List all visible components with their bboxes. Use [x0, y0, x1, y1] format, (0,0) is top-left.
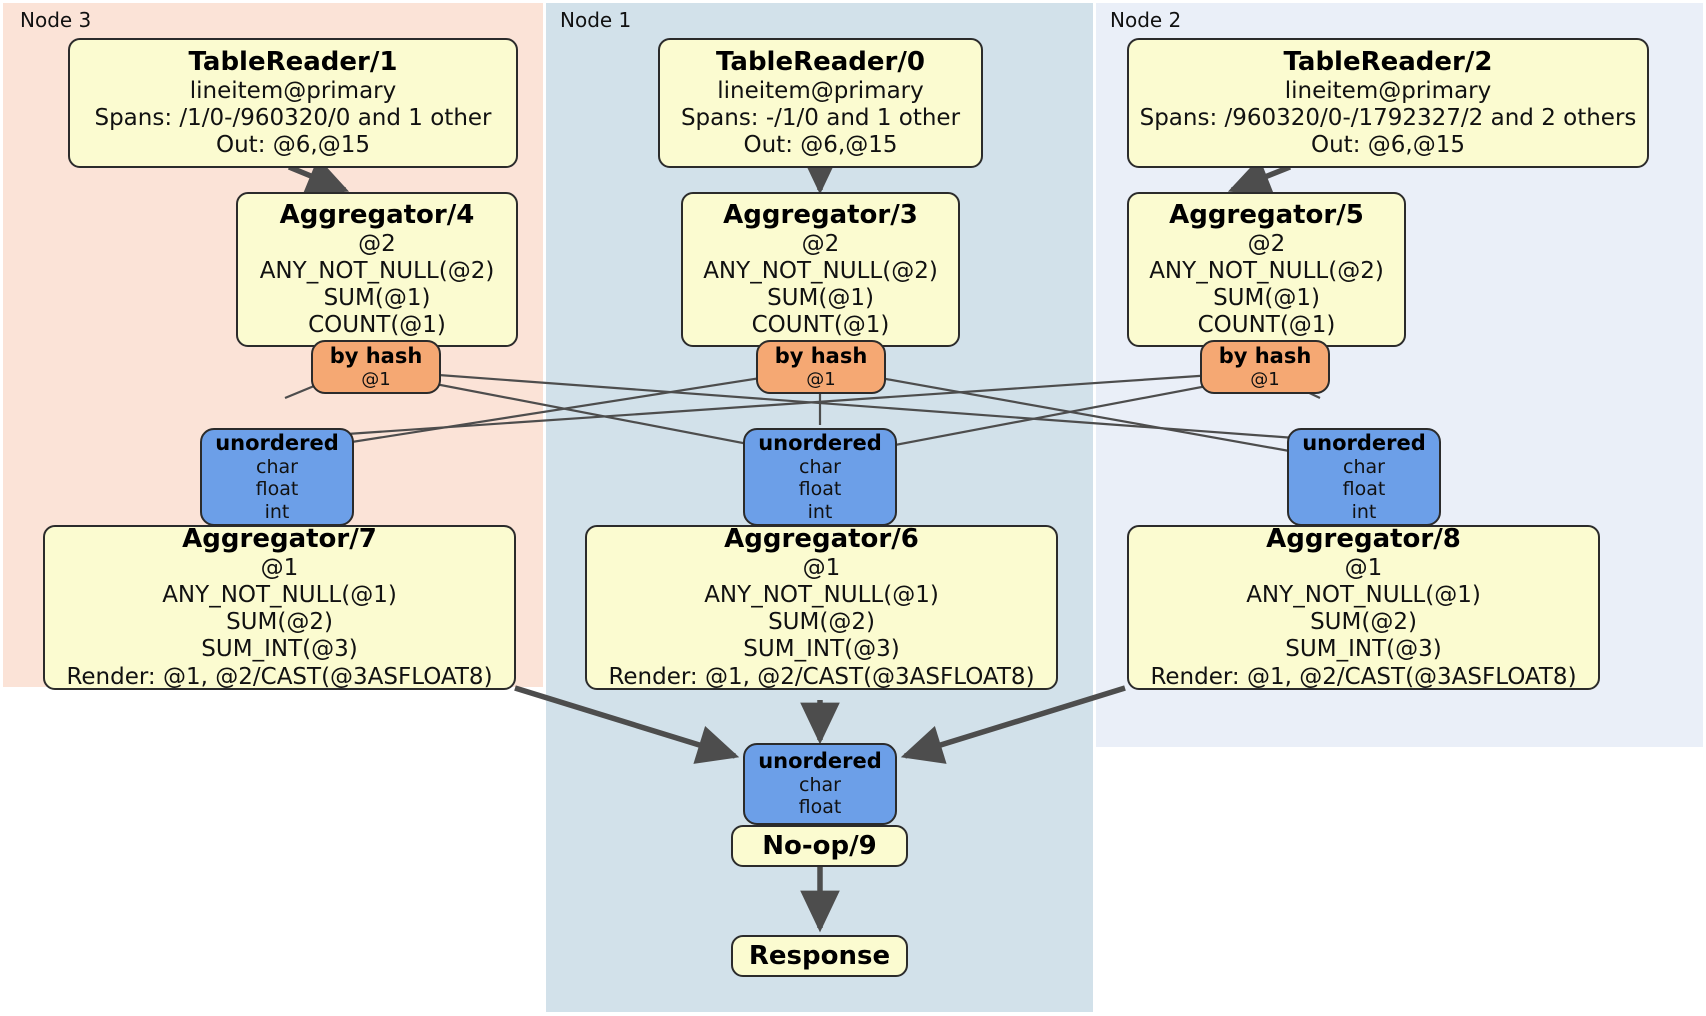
node-aggregator-8[interactable]: Aggregator/8 @1 ANY_NOT_NULL(@1) SUM(@2)…	[1127, 524, 1600, 690]
stream-unordered-node-2[interactable]: unordered char float int	[1287, 428, 1441, 526]
node-line: SUM_INT(@3)	[201, 636, 358, 663]
stream-unordered-node-3[interactable]: unordered char float int	[200, 428, 354, 526]
node-line: lineitem@primary	[189, 77, 397, 104]
panel-label-node-2: Node 2	[1110, 8, 1182, 32]
stream-title: unordered	[758, 749, 882, 774]
panel-label-node-1: Node 1	[560, 8, 632, 32]
node-title: Aggregator/6	[724, 524, 919, 555]
stream-line: int	[1351, 500, 1377, 523]
router-title: by hash	[329, 344, 423, 368]
node-line: SUM(@2)	[1310, 609, 1417, 636]
node-line: ANY_NOT_NULL(@1)	[704, 582, 939, 609]
node-line: Render: @1, @2/CAST(@3ASFLOAT8)	[66, 663, 493, 690]
router-title: by hash	[774, 344, 868, 368]
node-line: @2	[801, 230, 840, 257]
node-line: COUNT(@1)	[308, 311, 446, 338]
stream-line: char	[799, 455, 841, 478]
node-line: SUM(@2)	[226, 609, 333, 636]
node-title: TableReader/2	[1283, 46, 1493, 77]
node-line: Spans: /1/0-/960320/0 and 1 other	[94, 104, 492, 131]
node-line: SUM_INT(@3)	[743, 636, 900, 663]
stream-line: float	[1342, 478, 1386, 501]
node-line: @2	[1247, 230, 1286, 257]
router-by-hash-node-2[interactable]: by hash @1	[1200, 340, 1330, 394]
node-table-reader-2[interactable]: TableReader/2 lineitem@primary Spans: /9…	[1127, 38, 1649, 168]
node-line: Spans: -/1/0 and 1 other	[680, 104, 961, 131]
stream-title: unordered	[215, 431, 339, 455]
node-aggregator-6[interactable]: Aggregator/6 @1 ANY_NOT_NULL(@1) SUM(@2)…	[585, 524, 1058, 690]
node-line: SUM(@1)	[323, 284, 431, 311]
node-response[interactable]: Response	[731, 935, 908, 977]
node-line: ANY_NOT_NULL(@2)	[259, 257, 495, 284]
node-no-op-9[interactable]: No-op/9	[731, 825, 908, 867]
node-aggregator-4[interactable]: Aggregator/4 @2 ANY_NOT_NULL(@2) SUM(@1)…	[236, 192, 518, 347]
node-line: SUM(@1)	[767, 284, 874, 311]
node-line: @2	[358, 230, 396, 257]
node-line: ANY_NOT_NULL(@2)	[1149, 257, 1384, 284]
node-line: COUNT(@1)	[1197, 311, 1336, 338]
stream-line: char	[1343, 455, 1385, 478]
stream-unordered-node-1[interactable]: unordered char float int	[743, 428, 897, 526]
node-title: Aggregator/3	[723, 199, 918, 230]
node-title: Aggregator/8	[1266, 524, 1461, 555]
node-line: SUM(@1)	[1213, 284, 1320, 311]
node-line: Render: @1, @2/CAST(@3ASFLOAT8)	[608, 663, 1035, 690]
node-aggregator-3[interactable]: Aggregator/3 @2 ANY_NOT_NULL(@2) SUM(@1)…	[681, 192, 960, 347]
panel-label-node-3: Node 3	[20, 8, 92, 32]
node-title: Aggregator/5	[1169, 199, 1364, 230]
node-line: Render: @1, @2/CAST(@3ASFLOAT8)	[1150, 663, 1577, 690]
node-line: SUM(@2)	[768, 609, 875, 636]
node-line: COUNT(@1)	[751, 311, 890, 338]
stream-line: float	[798, 478, 842, 501]
node-line: @1	[1344, 555, 1383, 582]
router-by-hash-node-3[interactable]: by hash @1	[311, 340, 441, 394]
node-line: ANY_NOT_NULL(@2)	[703, 257, 938, 284]
node-line: Out: @6,@15	[1311, 131, 1465, 158]
stream-line: char	[799, 773, 841, 796]
node-aggregator-7[interactable]: Aggregator/7 @1 ANY_NOT_NULL(@1) SUM(@2)…	[43, 524, 516, 690]
router-line: @1	[806, 368, 836, 390]
node-title: Aggregator/7	[182, 524, 377, 555]
router-by-hash-node-1[interactable]: by hash @1	[756, 340, 886, 394]
node-line: SUM_INT(@3)	[1285, 636, 1442, 663]
stream-title: unordered	[758, 431, 882, 455]
node-line: Spans: /960320/0-/1792327/2 and 2 others	[1139, 104, 1637, 131]
stream-unordered-final[interactable]: unordered char float	[743, 743, 897, 825]
node-line: ANY_NOT_NULL(@1)	[1246, 582, 1481, 609]
node-line: lineitem@primary	[1284, 77, 1492, 104]
stream-line: char	[256, 455, 298, 478]
router-title: by hash	[1218, 344, 1312, 368]
stream-line: int	[264, 500, 290, 523]
node-title: No-op/9	[762, 830, 877, 861]
router-line: @1	[361, 368, 391, 390]
stream-line: float	[798, 796, 842, 819]
node-line: ANY_NOT_NULL(@1)	[162, 582, 397, 609]
node-line: Out: @6,@15	[216, 131, 370, 158]
node-line: lineitem@primary	[717, 77, 924, 104]
node-line: Out: @6,@15	[743, 131, 898, 158]
node-line: @1	[260, 555, 299, 582]
node-aggregator-5[interactable]: Aggregator/5 @2 ANY_NOT_NULL(@2) SUM(@1)…	[1127, 192, 1406, 347]
node-line: @1	[802, 555, 841, 582]
node-table-reader-0[interactable]: TableReader/0 lineitem@primary Spans: -/…	[658, 38, 983, 168]
node-title: Response	[748, 940, 891, 971]
stream-line: float	[255, 478, 299, 501]
node-title: TableReader/0	[716, 46, 925, 77]
stream-line: int	[807, 500, 833, 523]
router-line: @1	[1250, 368, 1280, 390]
node-title: TableReader/1	[188, 46, 398, 77]
stream-title: unordered	[1302, 431, 1426, 455]
node-title: Aggregator/4	[279, 199, 475, 230]
node-table-reader-1[interactable]: TableReader/1 lineitem@primary Spans: /1…	[68, 38, 518, 168]
